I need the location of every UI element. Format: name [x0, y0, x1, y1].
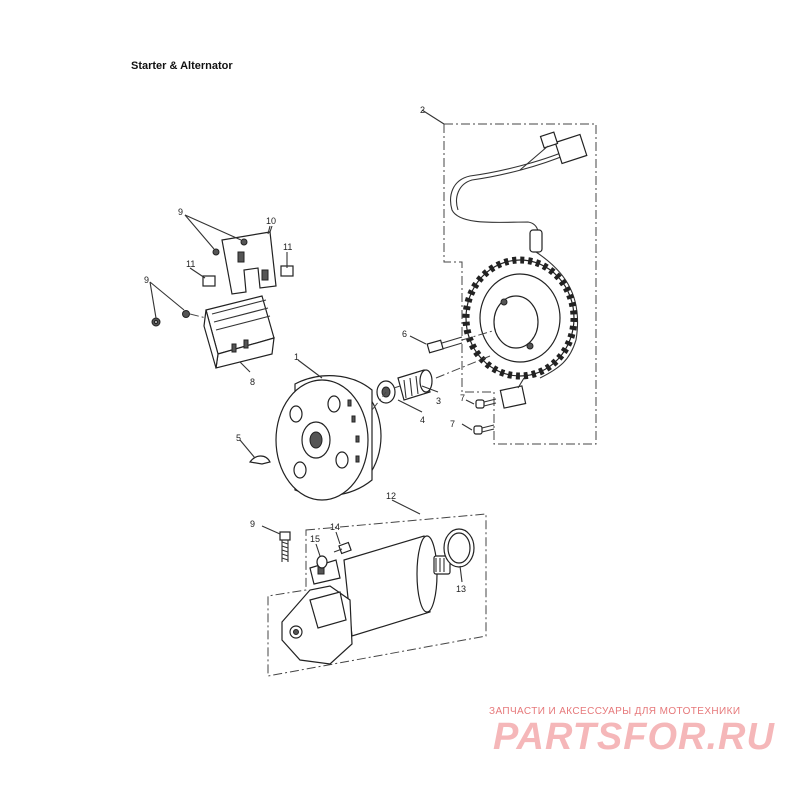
woodruff-key — [248, 455, 271, 465]
starter-clutch-gear — [397, 369, 433, 401]
page-title: Starter & Alternator — [131, 60, 233, 72]
regulator-rectifier — [203, 295, 275, 369]
callout-7-upper: 7 — [460, 393, 465, 403]
callout-7-lower: 7 — [450, 419, 455, 429]
pickup-coil — [499, 385, 527, 409]
callout-15: 15 — [310, 534, 320, 544]
bolt-6 — [426, 329, 497, 354]
o-ring — [443, 528, 475, 568]
callout-9-starter: 9 — [250, 519, 255, 529]
starter-motor-group — [267, 499, 487, 677]
nut-14 — [333, 541, 352, 555]
callout-3: 3 — [436, 396, 441, 406]
starter-boundary — [267, 513, 487, 677]
bracket — [221, 225, 277, 295]
wire-grommet — [529, 229, 543, 253]
callout-1: 1 — [294, 352, 299, 362]
callout-8: 8 — [250, 377, 255, 387]
stator-core — [462, 256, 578, 380]
washer-15 — [316, 555, 328, 569]
callout-11-right: 11 — [283, 242, 292, 252]
bolt-9-upper — [184, 214, 248, 256]
callout-2: 2 — [420, 105, 425, 115]
watermark-logo: PARTSFOR.RU — [493, 716, 775, 758]
screw-7-upper — [475, 398, 497, 409]
nut-11-left — [202, 275, 216, 287]
callout-10: 10 — [266, 216, 276, 226]
callout-9-upper: 9 — [178, 207, 183, 217]
callout-4: 4 — [420, 415, 425, 425]
stator-assembly-group — [421, 109, 597, 445]
watermark-caption: ЗАПЧАСТИ И АКСЕССУАРЫ ДЛЯ МОТОТЕХНИКИ — [489, 706, 741, 717]
callout-13: 13 — [456, 584, 466, 594]
screw-7-lower — [473, 424, 495, 435]
callout-14: 14 — [330, 522, 340, 532]
callout-12: 12 — [386, 491, 396, 501]
bolt-9-starter — [279, 531, 291, 562]
stator-wire — [450, 149, 569, 249]
stator-boundary — [443, 123, 597, 445]
callout-9-left: 9 — [144, 275, 149, 285]
flywheel-rotor — [275, 375, 382, 501]
callout-5: 5 — [236, 433, 241, 443]
stator-connector — [554, 133, 588, 165]
callout-11-left: 11 — [186, 259, 195, 269]
callout-6: 6 — [402, 329, 407, 339]
bolt-9-left — [149, 281, 207, 327]
